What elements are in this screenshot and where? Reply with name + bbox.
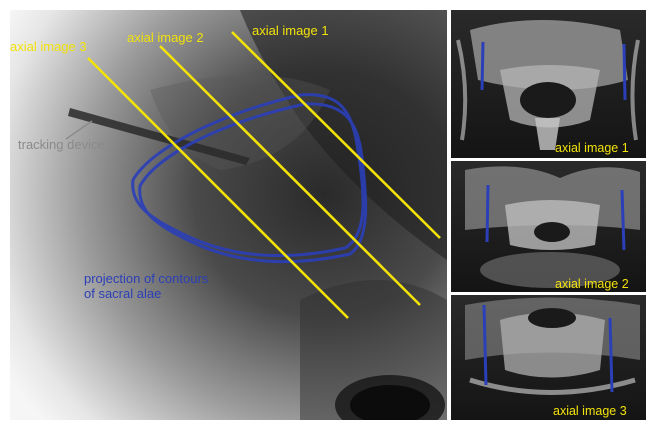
axial-image-3-label: axial image 3 [10,39,87,54]
tracking-device-label: tracking device [18,137,105,152]
projection-label-line1: projection of contours [84,271,209,286]
axial-image-2-label: axial image 2 [127,30,204,45]
ct-panel-3 [451,295,646,420]
fluoroscopy-image [10,10,447,423]
ct-panel-2 [451,161,646,292]
axial-image-1-label: axial image 1 [252,23,329,38]
ct-panel-2-label: axial image 2 [555,277,629,291]
ct-panel-3-label: axial image 3 [553,404,627,418]
projection-label-line2: of sacral alae [84,286,161,301]
ct-panel-1 [451,10,646,158]
ct-panels [451,10,646,420]
ct-panel-1-label: axial image 1 [555,141,629,155]
